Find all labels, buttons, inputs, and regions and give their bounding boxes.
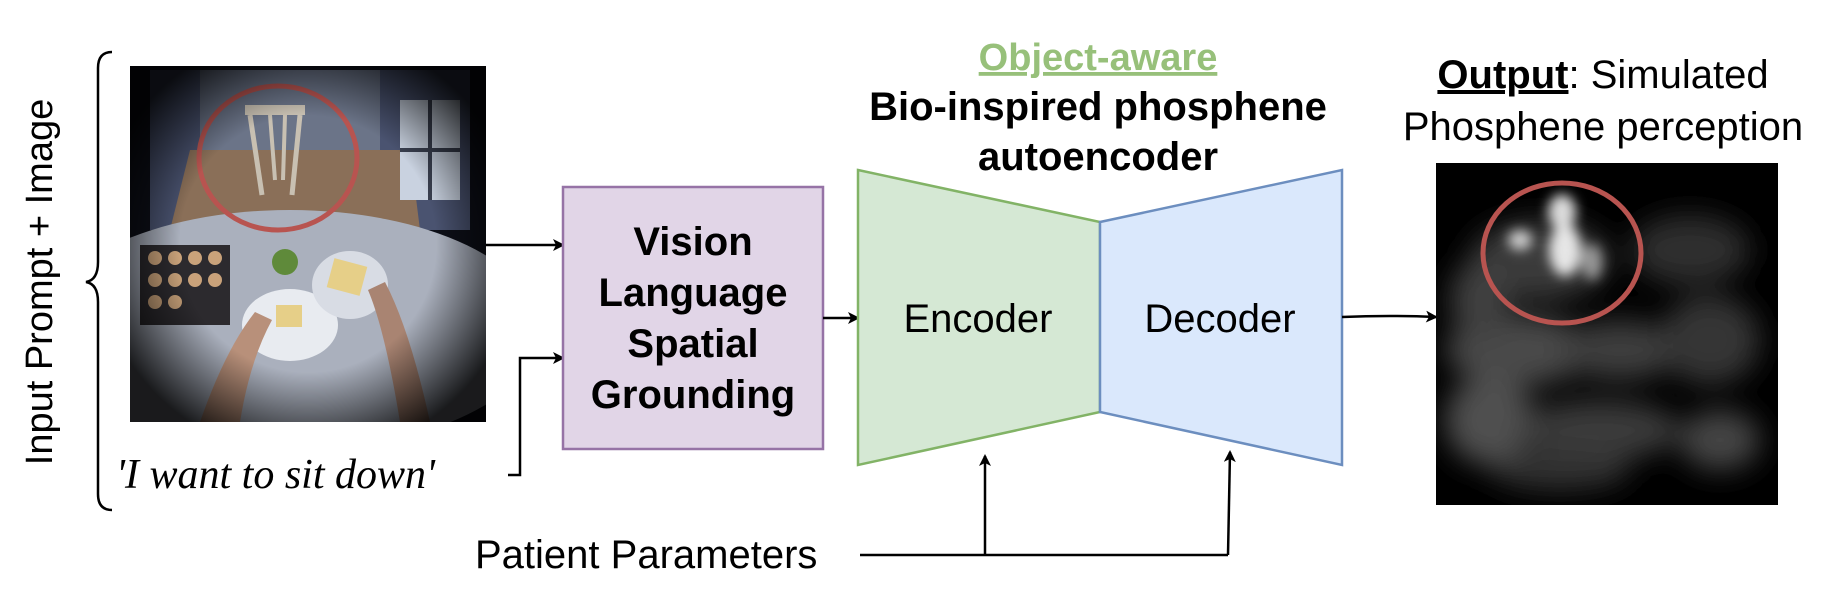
- autoencoder-title-line1: Bio-inspired phosphene: [869, 85, 1327, 129]
- vlm-label-line3: Spatial: [627, 322, 758, 366]
- output-title-bold: Output: [1437, 53, 1568, 97]
- output-title-line1: Output: Simulated: [1437, 53, 1768, 97]
- input-prompt: 'I want to sit down': [116, 452, 436, 498]
- patient-parameters-label: Patient Parameters: [475, 533, 817, 577]
- arrow-decoder-to-output: [1341, 310, 1438, 323]
- input-photo: [130, 66, 486, 422]
- autoencoder-title-line2: autoencoder: [978, 135, 1218, 179]
- output-title-line2: Phosphene perception: [1403, 105, 1803, 149]
- input-side-label: Input Prompt + Image: [19, 99, 61, 465]
- output-title-rest: : Simulated: [1568, 53, 1768, 97]
- vlm-label-line4: Grounding: [591, 373, 795, 417]
- arrow-params-to-decoder: [1223, 450, 1236, 556]
- decoder-block: [1098, 168, 1344, 467]
- output-target-circle: [1480, 180, 1644, 326]
- encoder-label: Encoder: [904, 297, 1053, 341]
- vlm-box: [561, 185, 825, 451]
- object-aware-label: Object-aware: [979, 37, 1218, 79]
- vlm-label-line1: Vision: [633, 220, 752, 264]
- decoder-label: Decoder: [1144, 297, 1295, 341]
- output-phosphene-image: [1436, 163, 1778, 505]
- input-brace: [85, 50, 113, 512]
- arrow-prompt-to-vlm: [508, 352, 565, 477]
- vlm-label-line2: Language: [599, 271, 788, 315]
